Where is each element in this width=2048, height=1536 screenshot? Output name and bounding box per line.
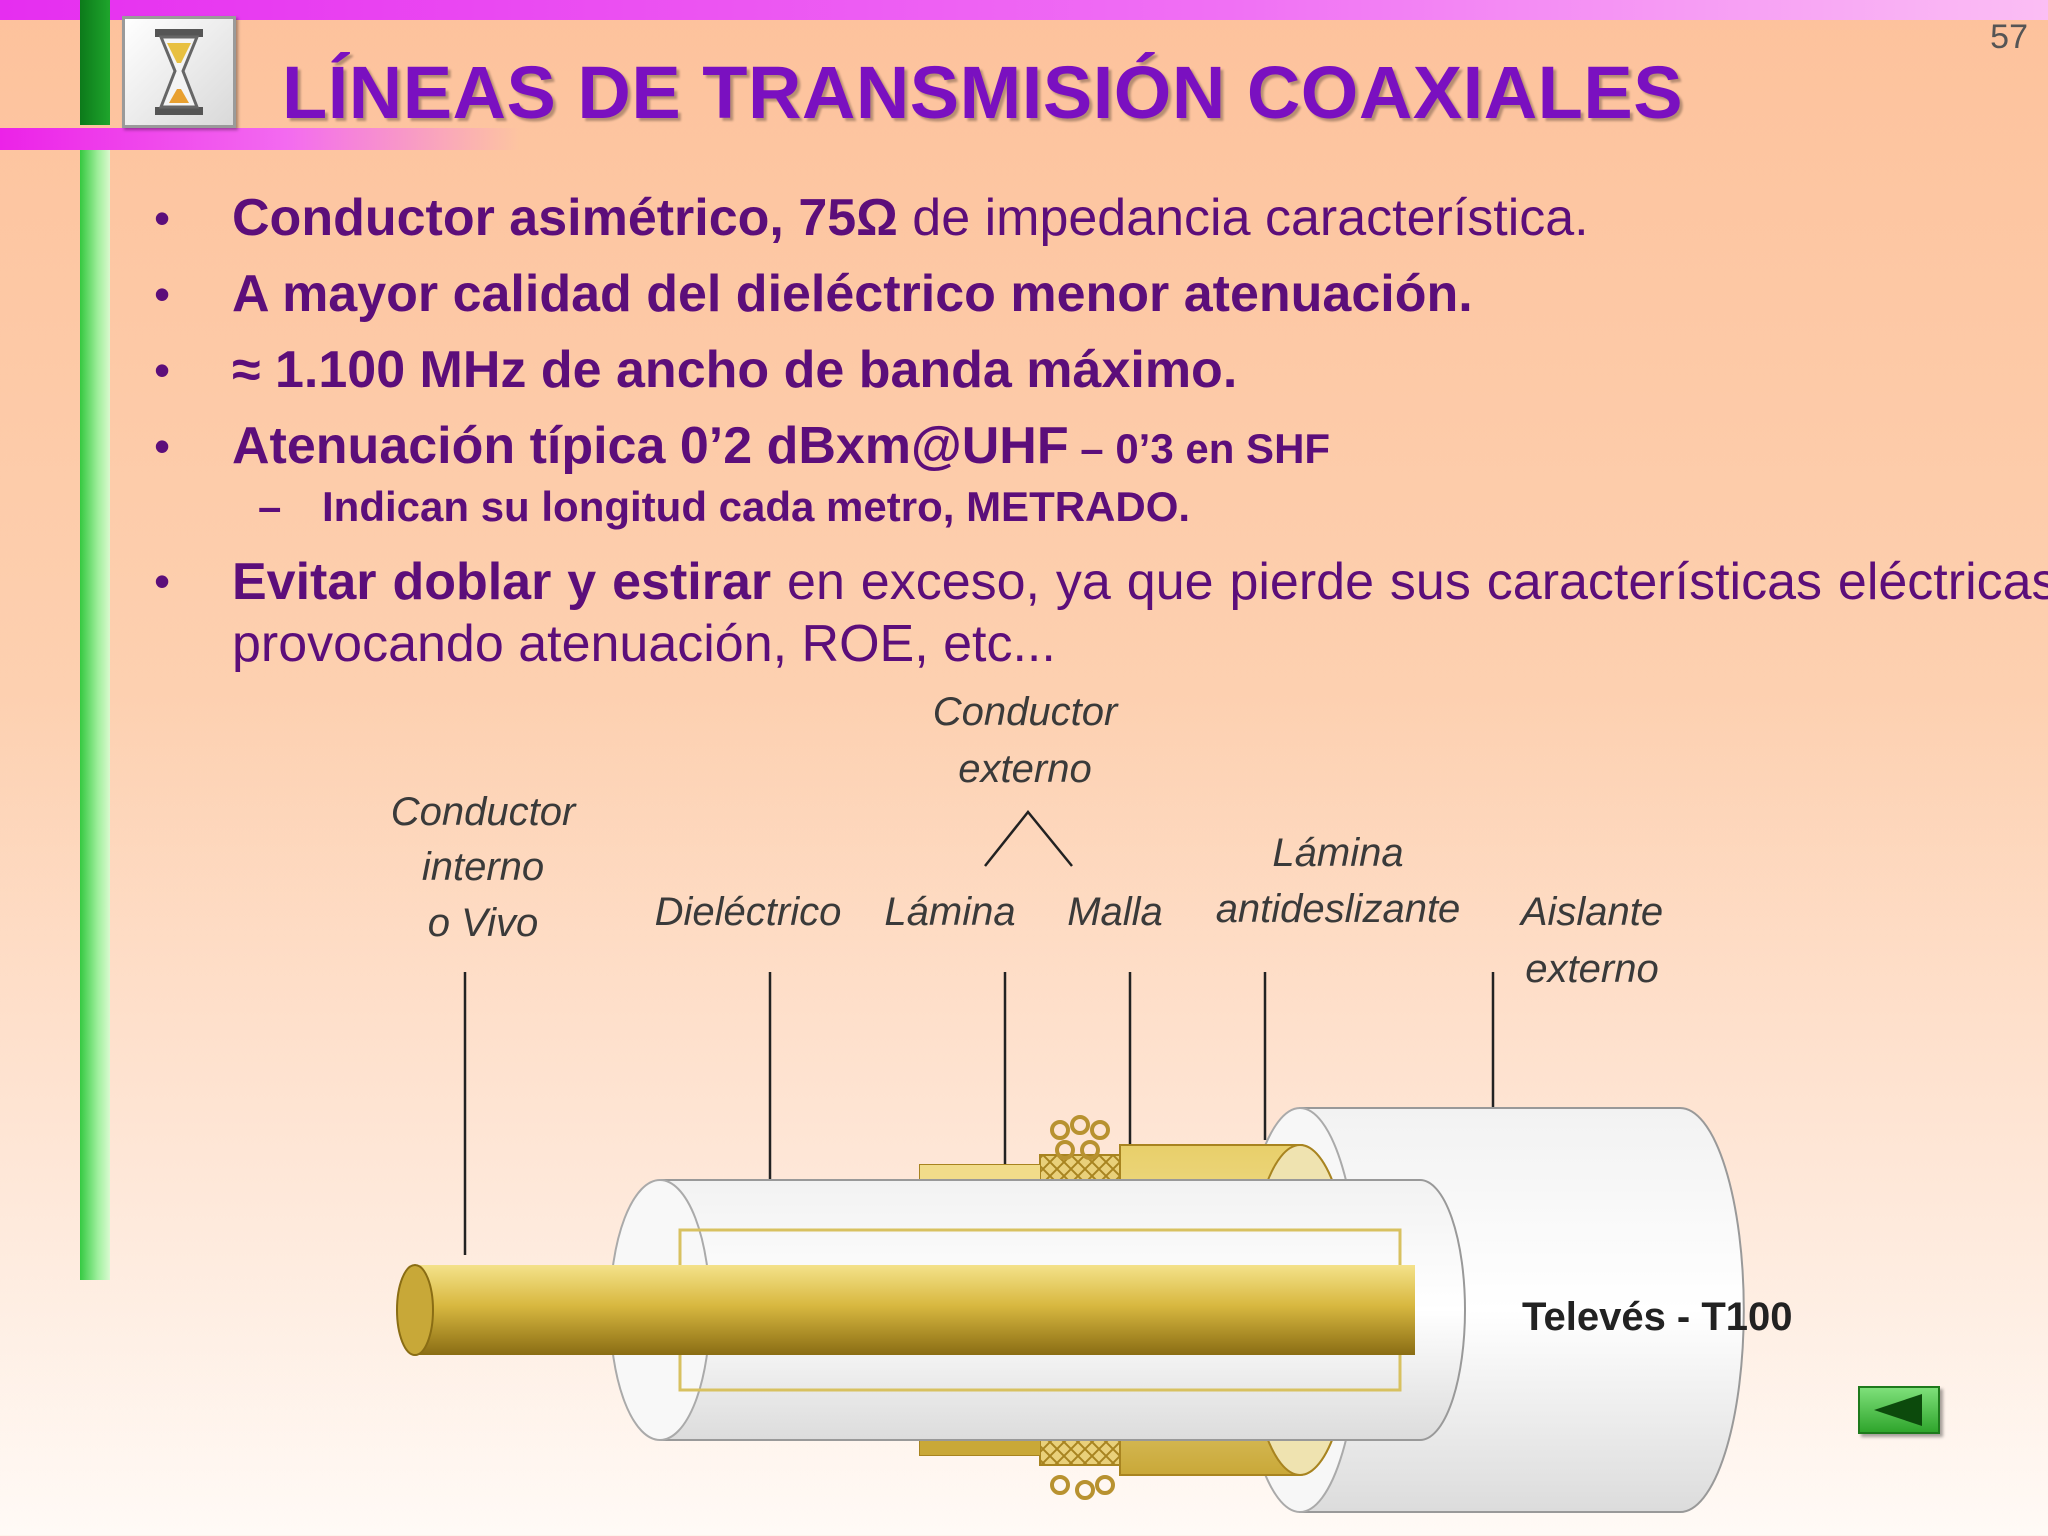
- bullet-text: de impedancia característica.: [897, 189, 1589, 247]
- label-dielectrico: Dieléctrico: [655, 890, 842, 934]
- label-conductor-externo: externo: [958, 747, 1091, 791]
- bullet-glyph: •: [154, 192, 171, 244]
- bullet-item: • Atenuación típica 0’2 dBxm@UHF – 0’3 e…: [150, 416, 2000, 479]
- label-aislante-externo: externo: [1525, 947, 1658, 991]
- label-malla: Malla: [1067, 890, 1163, 934]
- bullet-text-bold: A mayor calidad del dieléctrico menor at…: [232, 265, 1473, 323]
- bullet-item: • Conductor asimétrico, 75Ω de impedanci…: [150, 188, 2000, 248]
- label-lamina-antideslizante: antideslizante: [1216, 887, 1461, 931]
- label-lamina-antideslizante: Lámina: [1272, 831, 1403, 875]
- cable-brand-label: Televés - T100: [1522, 1295, 1793, 1339]
- bullet-text: en exceso, ya que pierde sus característ…: [232, 553, 2048, 673]
- back-arrow-icon[interactable]: [1858, 1386, 1940, 1434]
- bullet-text-bold: ≈ 1.100 MHz de ancho de banda máximo.: [232, 341, 1238, 399]
- sub-bullet-glyph: –: [258, 483, 282, 530]
- bullet-glyph: •: [154, 344, 171, 396]
- label-conductor-interno: o Vivo: [428, 901, 538, 945]
- bullet-glyph: •: [154, 268, 171, 320]
- bullet-text-bold: Evitar doblar y estirar: [232, 553, 772, 611]
- bullet-item: • Evitar doblar y estirar en exceso, ya …: [150, 551, 2048, 675]
- bullet-list: • Conductor asimétrico, 75Ω de impedanci…: [150, 188, 2048, 691]
- left-accent-stripe: [80, 150, 110, 1280]
- bullet-item: • ≈ 1.100 MHz de ancho de banda máximo.: [150, 340, 2000, 400]
- page-number: 57: [1990, 18, 2028, 56]
- sub-bullet-text: Indican su longitud cada metro, METRADO.: [322, 483, 1191, 530]
- label-conductor-externo: Conductor: [933, 690, 1119, 734]
- label-aislante-externo: Aislante: [1519, 890, 1663, 934]
- bullet-text-bold: Conductor asimétrico, 75Ω: [232, 189, 898, 247]
- bullet-item: • A mayor calidad del dieléctrico menor …: [150, 264, 2000, 324]
- top-accent-bar: [0, 0, 2048, 20]
- sub-bullet-item: – Indican su longitud cada metro, METRAD…: [150, 483, 2000, 531]
- leader-lines: [463, 810, 1495, 1255]
- label-conductor-interno: Conductor: [391, 790, 577, 834]
- bullet-text-bold: Atenuación típica 0’2 dBxm@UHF: [232, 417, 1069, 475]
- title-underline-bar: [0, 128, 520, 150]
- left-accent-stripe-top: [80, 0, 110, 125]
- bullet-glyph: •: [154, 420, 171, 472]
- bullet-glyph: •: [154, 555, 171, 607]
- label-conductor-interno: interno: [422, 845, 544, 889]
- label-lamina: Lámina: [884, 890, 1015, 934]
- bullet-text-small: – 0’3 en SHF: [1068, 425, 1331, 472]
- hourglass-icon: [122, 16, 236, 128]
- slide-title: LÍNEAS DE TRANSMISIÓN COAXIALES: [282, 51, 1684, 134]
